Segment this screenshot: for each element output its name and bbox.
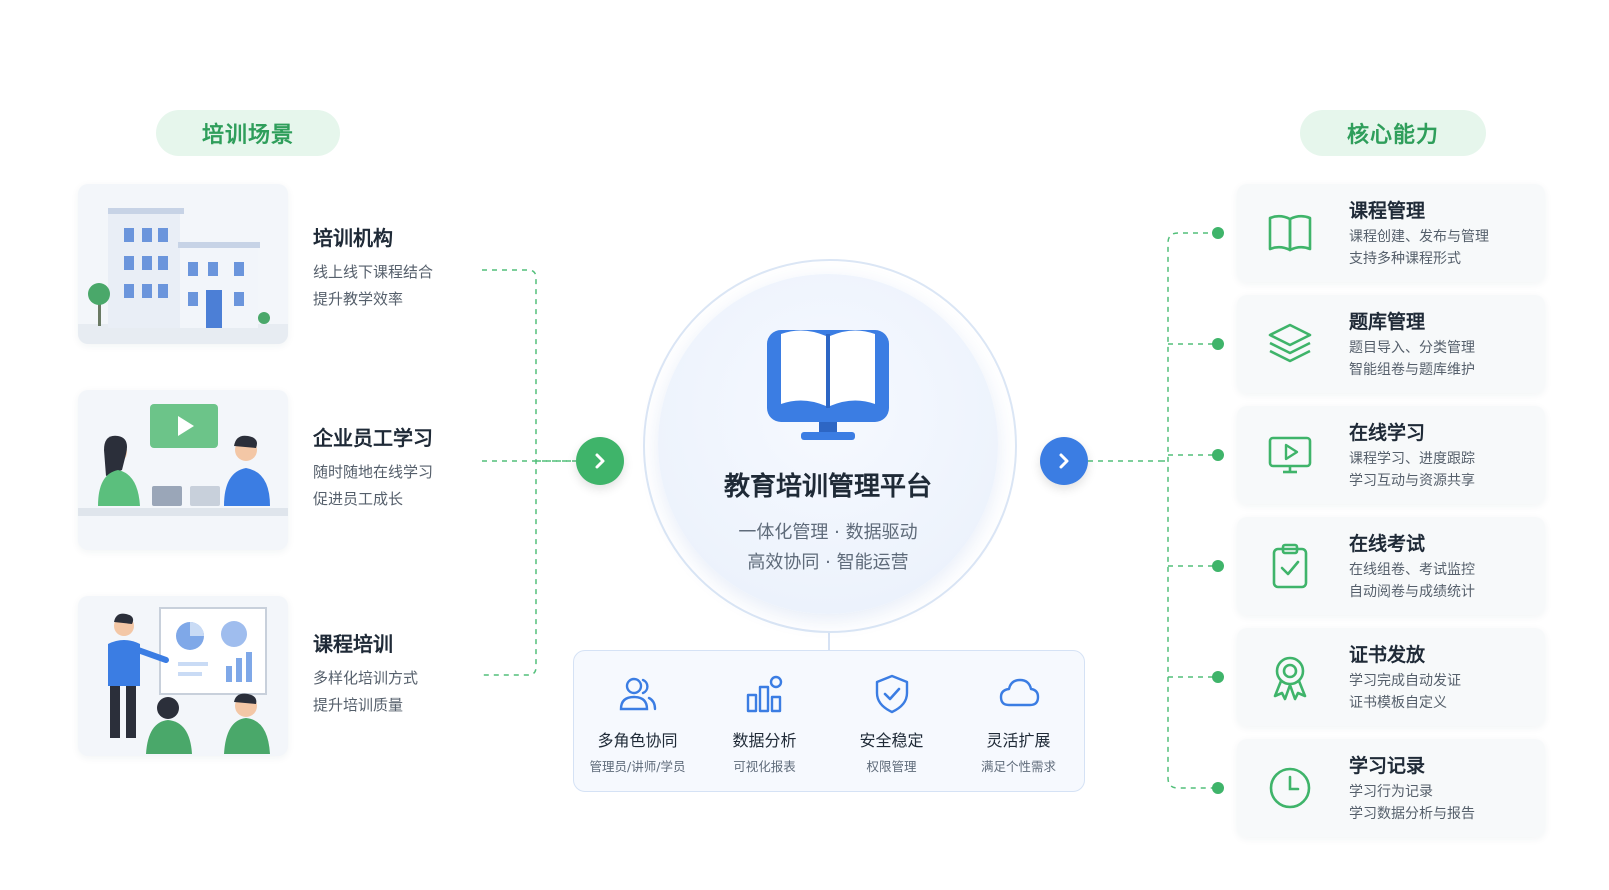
scene-desc-line: 提升培训质量 bbox=[313, 696, 404, 714]
clock-icon bbox=[1269, 767, 1311, 809]
capability-desc: 题目导入、分类管理 智能组卷与题库维护 bbox=[1349, 337, 1475, 381]
connector-dot bbox=[1212, 338, 1224, 350]
feature-multi-role: 多角色协同 管理员/讲师/学员 bbox=[574, 651, 701, 791]
training-illustration bbox=[108, 607, 270, 754]
scene-title-course-training: 课程培训 bbox=[313, 632, 393, 656]
capability-desc-line: 课程创建、发布与管理 bbox=[1349, 229, 1489, 245]
chevron-right-icon bbox=[1059, 453, 1069, 469]
connector-dot bbox=[1212, 227, 1224, 239]
feature-sub: 管理员/讲师/学员 bbox=[589, 759, 686, 774]
feature-data-analysis: 数据分析 可视化报表 bbox=[701, 651, 828, 791]
capability-certificate: 证书发放 学习完成自动发证 证书模板自定义 bbox=[1237, 628, 1545, 726]
feature-label: 数据分析 bbox=[732, 731, 797, 750]
scene-title-institution: 培训机构 bbox=[313, 226, 393, 250]
capability-desc: 在线组卷、考试监控 自动阅卷与成绩统计 bbox=[1349, 559, 1475, 603]
scene-desc-line: 随时随地在线学习 bbox=[313, 463, 434, 481]
shield-icon bbox=[875, 674, 909, 714]
flow-arrow-right bbox=[1040, 437, 1088, 485]
capability-title: 证书发放 bbox=[1349, 644, 1426, 666]
connector-dot bbox=[1212, 449, 1224, 461]
capability-desc-line: 智能组卷与题库维护 bbox=[1349, 362, 1475, 378]
capability-desc: 学习完成自动发证 证书模板自定义 bbox=[1349, 670, 1461, 714]
capability-desc-line: 支持多种课程形式 bbox=[1349, 251, 1461, 267]
book-icon bbox=[1268, 214, 1312, 252]
feature-security: 安全稳定 权限管理 bbox=[828, 651, 955, 791]
analytics-icon bbox=[746, 675, 783, 713]
scene-image-course-training bbox=[78, 596, 288, 756]
platform-subtitle-2: 高效协同 · 智能运营 bbox=[747, 552, 909, 573]
capability-learning-record: 学习记录 学习行为记录 学习数据分析与报告 bbox=[1237, 739, 1545, 837]
capability-desc-line: 在线组卷、考试监控 bbox=[1349, 562, 1475, 578]
capability-online-exam: 在线考试 在线组卷、考试监控 自动阅卷与成绩统计 bbox=[1237, 517, 1545, 615]
connector-dot bbox=[1212, 671, 1224, 683]
feature-sub: 权限管理 bbox=[866, 759, 917, 774]
capability-desc-line: 学习行为记录 bbox=[1349, 784, 1433, 800]
capability-desc-line: 学习完成自动发证 bbox=[1349, 673, 1461, 689]
scene-image-building bbox=[78, 184, 288, 344]
platform-subtitle-1: 一体化管理 · 数据驱动 bbox=[738, 522, 918, 543]
layers-icon bbox=[1268, 323, 1312, 363]
employees-illustration bbox=[78, 404, 288, 516]
monitor-play-icon bbox=[1268, 436, 1312, 474]
scene-desc-line: 多样化培训方式 bbox=[313, 669, 419, 687]
scene-desc-line: 促进员工成长 bbox=[313, 490, 404, 508]
capability-desc: 学习行为记录 学习数据分析与报告 bbox=[1349, 781, 1475, 825]
capability-desc-line: 学习数据分析与报告 bbox=[1349, 806, 1475, 822]
feature-label: 灵活扩展 bbox=[986, 731, 1051, 750]
capability-desc-line: 学习互动与资源共享 bbox=[1349, 473, 1475, 489]
feature-extensibility: 灵活扩展 满足个性需求 bbox=[955, 651, 1082, 791]
capability-title: 课程管理 bbox=[1349, 200, 1426, 222]
feature-label: 安全稳定 bbox=[859, 731, 924, 750]
feature-sub: 可视化报表 bbox=[733, 759, 796, 774]
capability-title: 在线学习 bbox=[1349, 422, 1426, 444]
scene-desc-institution: 线上线下课程结合 提升教学效率 bbox=[313, 259, 433, 313]
feature-sub: 满足个性需求 bbox=[980, 759, 1056, 774]
flow-arrow-left bbox=[576, 437, 624, 485]
capability-question-bank: 题库管理 题目导入、分类管理 智能组卷与题库维护 bbox=[1237, 295, 1545, 393]
capability-desc-line: 题目导入、分类管理 bbox=[1349, 340, 1475, 356]
capability-desc-line: 自动阅卷与成绩统计 bbox=[1349, 584, 1475, 600]
cloud-icon bbox=[999, 678, 1040, 707]
capability-desc-line: 课程学习、进度跟踪 bbox=[1349, 451, 1475, 467]
section-header-capabilities: 核心能力 bbox=[1300, 110, 1486, 156]
capability-online-learning: 在线学习 课程学习、进度跟踪 学习互动与资源共享 bbox=[1237, 406, 1545, 504]
section-header-scenes: 培训场景 bbox=[156, 110, 340, 156]
scene-desc-employee-learning: 随时随地在线学习 促进员工成长 bbox=[313, 459, 433, 513]
capability-desc: 课程学习、进度跟踪 学习互动与资源共享 bbox=[1349, 448, 1475, 492]
scene-title-employee-learning: 企业员工学习 bbox=[313, 426, 433, 450]
capability-title: 题库管理 bbox=[1349, 311, 1426, 333]
scene-desc-line: 提升教学效率 bbox=[313, 290, 404, 308]
feature-label: 多角色协同 bbox=[597, 731, 678, 750]
scene-desc-course-training: 多样化培训方式 提升培训质量 bbox=[313, 665, 418, 719]
users-icon bbox=[619, 677, 657, 711]
clipboard-check-icon bbox=[1272, 543, 1308, 589]
award-icon bbox=[1273, 656, 1307, 701]
scene-image-employees bbox=[78, 390, 288, 550]
connector-dot bbox=[1212, 782, 1224, 794]
platform-features: 多角色协同 管理员/讲师/学员 数据分析 可视化报表 安全稳定 权限管理 灵活扩… bbox=[573, 650, 1085, 792]
capability-title: 学习记录 bbox=[1349, 755, 1426, 777]
scene-desc-line: 线上线下课程结合 bbox=[313, 263, 434, 281]
book-monitor-icon bbox=[767, 330, 889, 440]
chevron-right-icon bbox=[595, 453, 605, 469]
connector-dot bbox=[1212, 560, 1224, 572]
capability-title: 在线考试 bbox=[1349, 533, 1426, 555]
building-illustration bbox=[78, 208, 288, 344]
capability-desc-line: 证书模板自定义 bbox=[1349, 695, 1447, 711]
platform-title: 教育培训管理平台 bbox=[723, 472, 932, 502]
capability-desc: 课程创建、发布与管理 支持多种课程形式 bbox=[1349, 226, 1489, 270]
capability-course-management: 课程管理 课程创建、发布与管理 支持多种课程形式 bbox=[1237, 184, 1545, 282]
